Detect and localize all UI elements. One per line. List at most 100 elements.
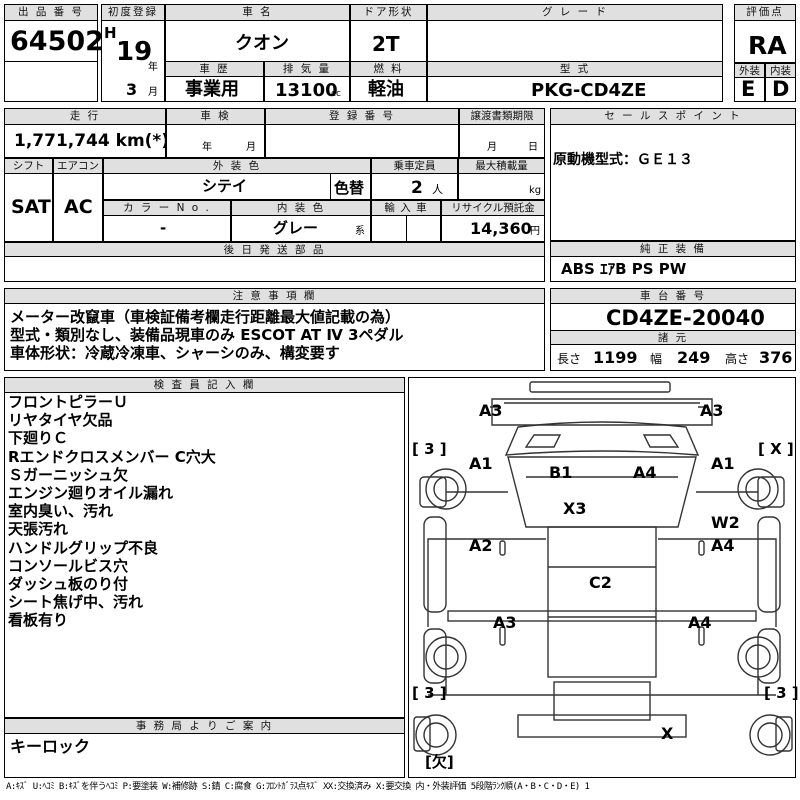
- interior-color-label: 内 装 色: [231, 200, 371, 216]
- era: H: [104, 24, 117, 42]
- diagram-box: [408, 377, 796, 778]
- truck-diagram: [413, 381, 793, 756]
- sales-label: セ ー ル ス ポ イ ン ト: [550, 108, 796, 125]
- inspector-line: コンソールビス穴: [8, 556, 129, 575]
- model-label: 型 式: [427, 61, 723, 77]
- inspector-line: 看板有り: [8, 611, 69, 630]
- load-label: 最大積載量: [458, 158, 545, 174]
- capacity-label: 乗車定員: [371, 158, 458, 174]
- exterior-value: E: [741, 77, 756, 101]
- office-label: 事 務 局 よ り ご 案 内: [4, 718, 405, 734]
- score-value: RA: [748, 31, 787, 60]
- displacement-label: 排 気 量: [264, 61, 350, 77]
- fuel-label: 燃 料: [350, 61, 427, 77]
- chassis-number: CD4ZE-20040: [606, 306, 765, 330]
- sales-box: [550, 108, 796, 241]
- year-unit: 年: [148, 62, 158, 73]
- shift-value: SAT: [11, 196, 51, 218]
- interior-value: D: [772, 77, 790, 101]
- wheel-tag: [ X ]: [758, 440, 794, 458]
- damage-mark: A2: [469, 536, 493, 555]
- inspector-line: リヤタイヤ欠品: [8, 411, 113, 430]
- notes-line: 型式・類別なし、装備品現車のみ ESCOT AT Ⅳ 3ペダル: [10, 326, 404, 345]
- damage-mark: B1: [549, 463, 573, 482]
- notes-line: 車体形状：冷蔵冷凍車、シャーシのみ、構変要す: [10, 344, 340, 363]
- sales-text: 原動機型式：ＧＥ１３: [553, 152, 693, 168]
- length-label: 長さ: [557, 352, 582, 366]
- inspector-line: Rエンドクロスメンバー C穴大: [8, 447, 216, 466]
- damage-mark: A3: [700, 401, 724, 420]
- damage-mark: A1: [469, 454, 493, 473]
- door-label: ドア形状: [350, 4, 427, 21]
- history-value: 事業用: [185, 79, 239, 100]
- damage-mark: A3: [493, 613, 517, 632]
- ac-label: エアコン: [53, 158, 103, 174]
- recycle-label: リサイクル預託金: [441, 200, 545, 216]
- import-label: 輸 入 車: [371, 200, 441, 216]
- chassis-label: 車 台 番 号: [550, 288, 796, 304]
- equipment-label: 純 正 装 備: [550, 241, 796, 257]
- color-no-label: カ ラ ー N o .: [103, 200, 231, 216]
- car-name: クオン: [235, 33, 289, 54]
- lot-label: 出 品 番 号: [4, 4, 98, 21]
- recycle-value: 14,360: [470, 219, 532, 238]
- fuel-value: 軽油: [368, 79, 404, 100]
- wheel-tag: [ 3 ]: [412, 440, 447, 458]
- inspector-line: Ｓガーニッシュ欠: [8, 465, 129, 484]
- capacity-unit: 人: [432, 183, 443, 196]
- wheel-tag: [欠]: [425, 753, 454, 771]
- recycle-unit: 円: [530, 226, 540, 237]
- inspector-line: フロントピラーＵ: [8, 393, 129, 411]
- mileage-value: 1,771,744 km(*): [14, 131, 170, 151]
- door-value: 2T: [372, 32, 400, 56]
- grade-label: グ レ ー ド: [427, 4, 723, 21]
- month: 3: [126, 80, 138, 99]
- lot-number: 64502: [10, 26, 104, 57]
- displacement-value: 13100: [275, 80, 338, 101]
- exterior-label: 外装: [734, 63, 765, 78]
- damage-mark: A1: [711, 454, 735, 473]
- load-unit: kg: [529, 185, 542, 196]
- ac-value: AC: [64, 196, 93, 218]
- interior-color-value: グレー: [273, 219, 319, 237]
- month-unit: 月: [148, 87, 158, 98]
- inspector-line: ダッシュ板のり付: [8, 575, 129, 594]
- inspector-line: ハンドルグリップ不良: [8, 538, 159, 557]
- notes-lines: メーター改竄車（車検証備考欄走行距離最大値記載の為） 型式・類別なし、装備品現車…: [10, 308, 404, 363]
- width-value: 249: [677, 348, 711, 367]
- damage-mark: X3: [563, 499, 587, 518]
- history-label: 車 歴: [165, 61, 264, 77]
- color-value: シテイ: [202, 177, 248, 195]
- inspection-label: 車 検: [166, 108, 265, 125]
- equipment-text: ABS ｴｱB PS PW: [561, 260, 687, 278]
- inspection-month: 月: [246, 142, 256, 153]
- color-change: 色替: [334, 179, 365, 197]
- plate-label: 登 録 番 号: [265, 108, 459, 125]
- width-label: 幅: [650, 352, 663, 366]
- color-no-value: -: [160, 219, 167, 237]
- lot-box-lower: [4, 61, 98, 102]
- length-value: 1199: [593, 348, 638, 367]
- wheel-tag: [ 3 ]: [764, 684, 799, 702]
- first-reg-label: 初度登録: [101, 4, 165, 21]
- inspector-line: 室内臭い、汚れ: [8, 502, 114, 521]
- inspector-line: 天張汚れ: [8, 520, 69, 539]
- score-label: 評価点: [734, 4, 796, 21]
- notes-label: 注 意 事 項 欄: [4, 288, 545, 304]
- damage-mark: A4: [711, 536, 735, 555]
- damage-mark: A4: [688, 613, 712, 632]
- inspector-line: エンジン廻りオイル漏れ: [8, 484, 174, 503]
- interior-label: 内装: [765, 63, 796, 78]
- shift-label: シフト: [4, 158, 53, 174]
- inspector-lines: フロントピラーＵ リヤタイヤ欠品 下廻りＣ Rエンドクロスメンバー C穴大 Ｓガ…: [8, 393, 216, 630]
- transfer-day: 日: [528, 142, 538, 153]
- damage-mark: C2: [589, 573, 612, 592]
- damage-mark: W2: [711, 513, 740, 532]
- height-value: 376: [759, 348, 793, 367]
- inspector-box: [4, 377, 405, 718]
- interior-color-unit: 系: [355, 226, 365, 237]
- damage-mark: A4: [633, 463, 657, 482]
- import-divider: [406, 216, 407, 242]
- office-text: キーロック: [10, 737, 91, 756]
- inspector-line: シート焦げ中、汚れ: [8, 593, 144, 612]
